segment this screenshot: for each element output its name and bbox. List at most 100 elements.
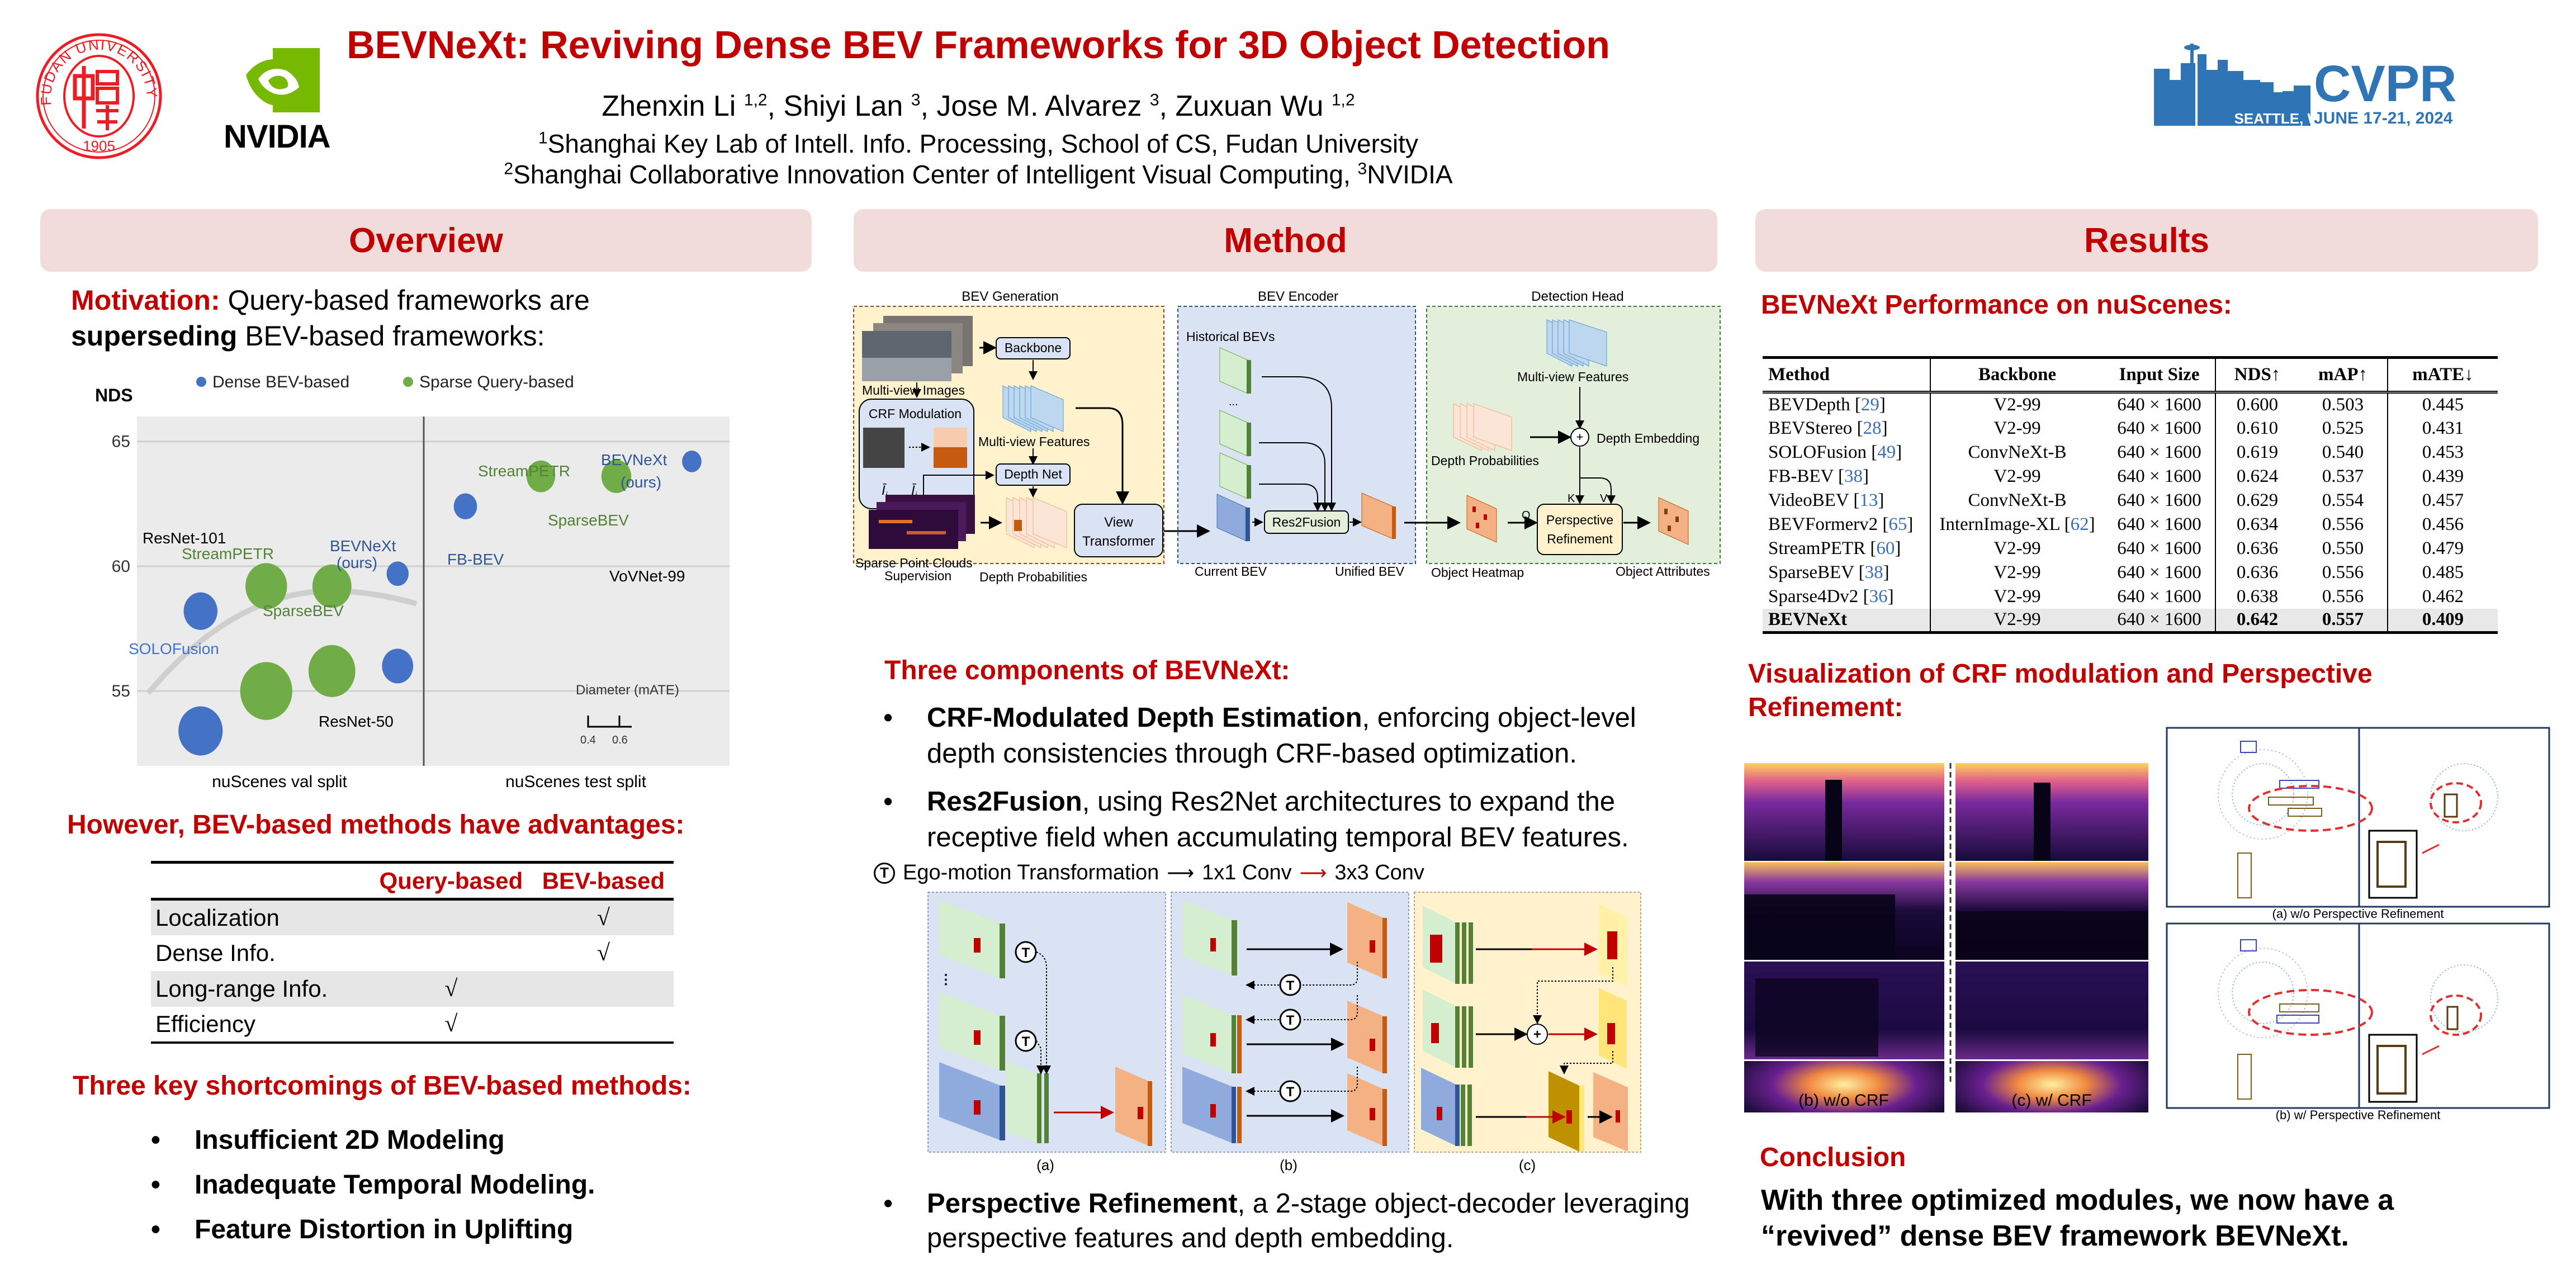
section-header-method: Method — [854, 209, 1717, 272]
shortcomings-heading: Three key shortcomings of BEV-based meth… — [73, 1071, 692, 1101]
perspective-refinement-visualization: (a) w/o Perspective Refinement (b) w/ Pe… — [2162, 724, 2554, 1152]
query-check: √ — [369, 970, 533, 1007]
component-description: , using Res2Net architectures to expand … — [927, 787, 1629, 853]
input-size: 640 × 1600 — [2117, 418, 2201, 438]
panel-a-features — [939, 900, 1152, 1146]
input-size: 640 × 1600 — [2117, 586, 2201, 607]
input-size: 640 × 1600 — [2117, 514, 2201, 534]
input-size: 640 × 1600 — [2117, 538, 2201, 558]
diagram-label: Object Attributes — [1616, 564, 1710, 579]
mate-value: 0.479 — [2422, 538, 2464, 558]
citation: 60 — [1876, 538, 1895, 558]
plus-glyph: + — [1576, 430, 1584, 444]
input-size: 640 × 1600 — [2117, 490, 2201, 510]
historical-bev-icon — [1219, 347, 1251, 499]
column-header: Backbone — [1930, 356, 2104, 394]
author-affiliation: 3 — [1149, 91, 1159, 110]
table-row: Efficiency √ — [151, 1006, 674, 1044]
group-label: VoVNet-99 — [609, 567, 685, 585]
affiliation-text: Shanghai Collaborative Innovation Center… — [513, 160, 1358, 189]
black-arrow-icon: ⟶ — [1167, 862, 1195, 884]
add-icon — [1570, 428, 1589, 447]
view-transformer-block — [1074, 504, 1163, 557]
legend-marker — [403, 377, 413, 387]
method-name: BEVStereo — [1768, 418, 1853, 438]
mate-value: 0.456 — [2422, 514, 2464, 534]
data-point — [245, 563, 287, 609]
bullet-icon: • — [151, 1170, 160, 1200]
row-label: Efficiency — [151, 1006, 369, 1044]
citation: 36 — [1869, 586, 1888, 607]
point-label: SOLOFusion — [129, 640, 219, 657]
mate-value: 0.485 — [2422, 562, 2464, 583]
x-axis-label: nuScenes val split — [212, 773, 347, 791]
column-header: mAP↑ — [2299, 356, 2388, 394]
query-check — [369, 899, 533, 935]
column-header — [151, 861, 369, 901]
mate-value: 0.431 — [2422, 418, 2464, 438]
map-value: 0.554 — [2322, 490, 2364, 510]
point-label: (ours) — [337, 554, 377, 571]
diagram-label: Res2Fusion — [1272, 515, 1341, 529]
point-label: BEVNeXt — [330, 537, 396, 555]
cvpr-name: CVPR — [2314, 55, 2457, 112]
ego-motion-glyph: T — [1022, 945, 1030, 960]
query-check: √ — [369, 1006, 533, 1044]
image-caption: (a) w/o Perspective Refinement — [2272, 907, 2444, 921]
diagram-label: Object Heatmap — [1431, 565, 1524, 580]
mate-value: 0.457 — [2422, 490, 2464, 510]
method-name: Sparse4Dv2 — [1768, 586, 1859, 607]
res2fusion-diagram: T T ⋮ T T T — [922, 889, 1644, 1180]
author-affiliation: 1,2 — [1331, 91, 1355, 110]
depth-net-block — [996, 463, 1071, 486]
method-name: BEVNeXt — [1768, 609, 1848, 630]
bullet-icon: • — [883, 703, 893, 733]
object-heatmap-icon — [1466, 495, 1497, 543]
map-value: 0.556 — [2322, 514, 2364, 534]
citation: 62 — [2070, 514, 2089, 534]
x-axis-label: nuScenes test split — [505, 773, 646, 791]
perspective-refinement-block — [1537, 504, 1623, 555]
backbone: ConvNeXt-B — [1968, 490, 2067, 510]
nds-value: 0.636 — [2236, 562, 2279, 583]
table-row: Dense Info. √ — [151, 935, 674, 971]
head-depth-probabilities-icon — [1453, 403, 1512, 451]
conclusion-heading: Conclusion — [1760, 1143, 1906, 1172]
affiliation-number: 3 — [1357, 159, 1367, 178]
res2fusion-legend: T Ego-motion Transformation ⟶ 1x1 Conv ⟶… — [874, 861, 1424, 885]
list-item-text: Insufficient 2D Modeling — [195, 1125, 505, 1155]
motivation-text: Query-based frameworks are — [220, 285, 590, 316]
diagram-label: K — [1568, 493, 1575, 505]
bullet-icon: • — [151, 1215, 160, 1244]
citation: 38 — [1844, 466, 1863, 486]
bev-check: √ — [533, 899, 674, 935]
diagram-label: Sparse Point Clouds — [855, 556, 973, 570]
conclusion-text: With three optimized modules, we now hav… — [1761, 1184, 2394, 1252]
column-header: BEV-based — [533, 861, 674, 901]
component-name: CRF-Modulated Depth Estimation — [927, 703, 1362, 733]
table-header-row: Method Backbone Input Size NDS↑ mAP↑ mAT… — [1763, 356, 2498, 394]
nds-value: 0.624 — [2236, 466, 2279, 486]
author-list: Zhenxin Li 1,2, Shiyi Lan 3, Jose M. Alv… — [602, 90, 1355, 122]
diagram-label: ... — [1229, 396, 1238, 408]
data-point — [601, 460, 632, 493]
component-description: , a 2-stage object-decoder leveraging pe… — [927, 1188, 1690, 1253]
bev-result-with-refinement — [2166, 922, 2550, 1109]
stage-label: BEV Generation — [962, 289, 1058, 304]
crf-depth-visualization: (b) w/o CRF (c) w/ CRF — [1739, 755, 2152, 1139]
map-value: 0.556 — [2322, 562, 2364, 583]
diagram-label: Backbone — [1005, 340, 1062, 355]
panel-caption: (a) — [1036, 1157, 1054, 1173]
data-point — [682, 451, 702, 472]
diagram-label: Historical BEVs — [1186, 329, 1275, 344]
column-header: mATE↓ — [2386, 356, 2498, 394]
red-arrow-icon: ⟶ — [1299, 862, 1327, 884]
column-header: Method — [1763, 356, 1930, 394]
ego-motion-icon — [1279, 1008, 1301, 1031]
legend-label: Sparse Query-based — [419, 373, 574, 391]
legend-label: Ego-motion Transformation — [903, 861, 1159, 884]
input-size: 640 × 1600 — [2117, 466, 2201, 486]
data-point — [526, 460, 556, 493]
depth-map-without-crf — [1744, 763, 1944, 1139]
